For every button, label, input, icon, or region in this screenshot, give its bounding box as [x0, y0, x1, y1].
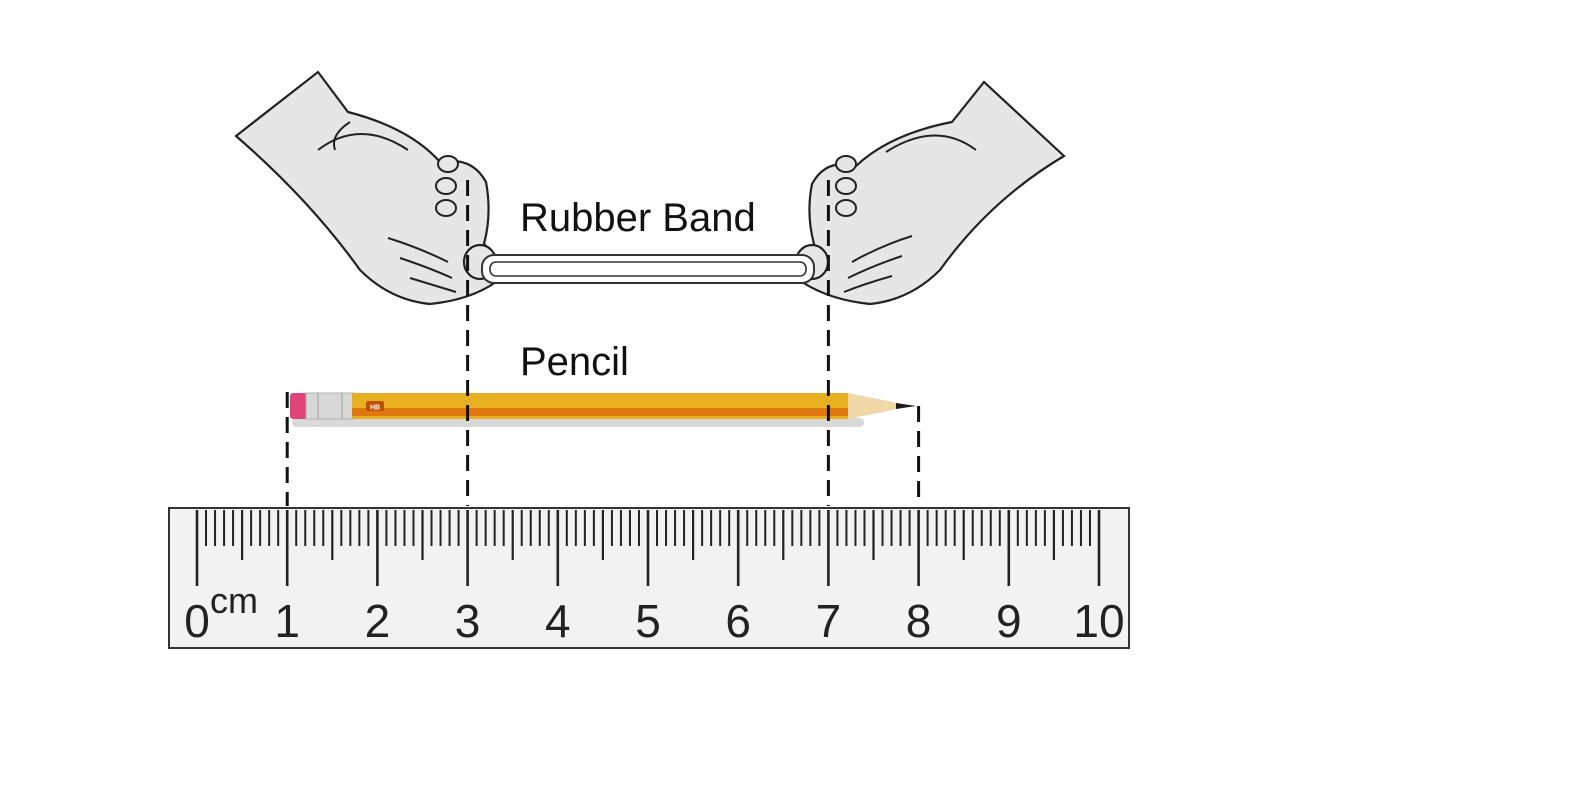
ruler-tick-label: 6 [725, 595, 751, 647]
ruler-tick-label: 8 [906, 595, 932, 647]
dashed-guides [285, 180, 921, 506]
ruler-tick-label: 7 [816, 595, 842, 647]
ruler-tick-label: 3 [455, 595, 481, 647]
ruler-tick-label: 10 [1073, 595, 1124, 647]
pencil-grade-badge [366, 401, 384, 411]
ruler-tick-label: 5 [635, 595, 661, 647]
ruler-numbers: 0 1 2 3 4 5 6 7 8 9 10 [184, 595, 1124, 647]
pencil-ferrule [305, 392, 355, 420]
pencil-lead [896, 403, 916, 409]
pencil-label: Pencil [520, 340, 629, 384]
pencil-stripe [352, 408, 848, 416]
ruler-tick-label: 1 [274, 595, 300, 647]
pencil: HB [290, 392, 916, 427]
ruler-tick-label: 0 [184, 595, 210, 647]
ruler-tick-label: 9 [996, 595, 1022, 647]
ruler-tick-label: 4 [545, 595, 571, 647]
ruler-ticks [195, 510, 1101, 586]
pencil-wood-tip [848, 393, 902, 419]
ruler: 0 1 2 3 4 5 6 7 8 9 10 cm [168, 507, 1130, 649]
left-hand [234, 70, 498, 306]
ruler-tick-label: 2 [365, 595, 391, 647]
rubber-band-label: Rubber Band [520, 196, 756, 240]
unit-label: cm [210, 580, 258, 621]
right-hand [794, 80, 1066, 306]
rubber-band [481, 254, 815, 284]
pencil-shadow [292, 418, 864, 427]
pencil-grade-label: HB [370, 405, 380, 412]
pencil-eraser [290, 393, 308, 419]
